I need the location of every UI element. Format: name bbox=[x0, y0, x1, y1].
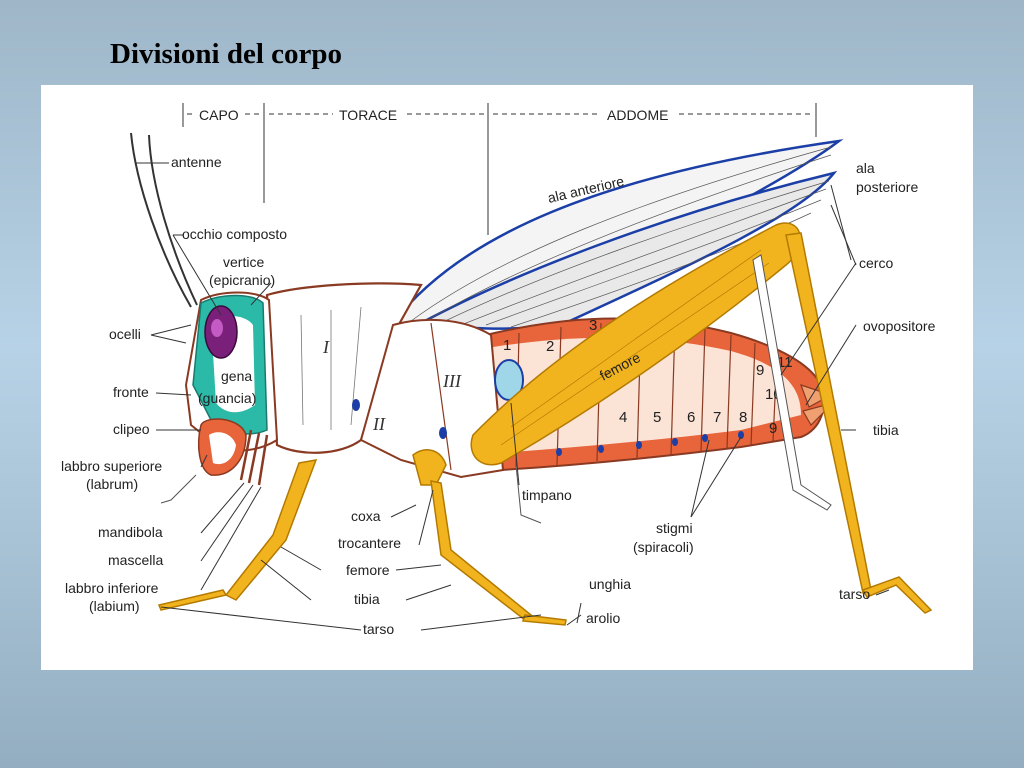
label-unghia: unghia bbox=[589, 576, 631, 592]
label-stigmi: stigmi bbox=[656, 520, 693, 536]
label-tarso-leg: tarso bbox=[363, 621, 394, 637]
label-coxa: coxa bbox=[351, 508, 381, 524]
abdomen-segment-2: 2 bbox=[546, 338, 554, 355]
label-trocantere: trocantere bbox=[338, 535, 401, 551]
label-labium: (labium) bbox=[89, 598, 140, 614]
grasshopper-diagram: CAPO TORACE ADDOME bbox=[61, 103, 936, 637]
label-ala: ala bbox=[856, 160, 875, 176]
label-tarso-right: tarso bbox=[839, 586, 870, 602]
wings bbox=[390, 139, 844, 330]
far-legs bbox=[160, 254, 832, 524]
thorax-segment-I: I bbox=[322, 337, 330, 357]
thorax-segment-II: II bbox=[372, 414, 386, 434]
label-guancia: (guancia) bbox=[198, 390, 256, 406]
abdomen-segment-9-lower: 9 bbox=[769, 420, 777, 437]
abdomen-segment-9-upper: 9 bbox=[756, 362, 764, 379]
label-gena: gena bbox=[221, 368, 252, 384]
diagram-panel: CAPO TORACE ADDOME bbox=[41, 85, 973, 670]
region-capo: CAPO bbox=[199, 107, 239, 123]
label-spiracoli: (spiracoli) bbox=[633, 539, 694, 555]
abdomen-segment-1: 1 bbox=[503, 337, 511, 354]
label-mascella: mascella bbox=[108, 552, 163, 568]
label-tibia-leg: tibia bbox=[354, 591, 380, 607]
label-tibia-right: tibia bbox=[873, 422, 899, 438]
label-posteriore: posteriore bbox=[856, 179, 918, 195]
abdomen-segment-4: 4 bbox=[619, 409, 627, 426]
label-ovopositore: ovopositore bbox=[863, 318, 936, 334]
abdomen-segment-3: 3 bbox=[589, 317, 597, 334]
head bbox=[130, 132, 279, 486]
region-brackets bbox=[182, 103, 817, 235]
label-ocelli: ocelli bbox=[109, 326, 141, 342]
label-fronte: fronte bbox=[113, 384, 149, 400]
leader-lines bbox=[136, 162, 890, 631]
label-cerco: cerco bbox=[859, 255, 893, 271]
abdomen-segment-8: 8 bbox=[739, 409, 747, 426]
label-epicranio: (epicranio) bbox=[209, 272, 275, 288]
label-vertice: vertice bbox=[223, 254, 264, 270]
thorax-segment-III: III bbox=[442, 371, 462, 391]
label-timpano: timpano bbox=[522, 487, 572, 503]
label-labbro-inferiore: labbro inferiore bbox=[65, 580, 159, 596]
abdomen-segment-6: 6 bbox=[687, 409, 695, 426]
abdomen-segment-5: 5 bbox=[653, 409, 661, 426]
slide-title: Divisioni del corpo bbox=[110, 38, 343, 70]
label-labrum: (labrum) bbox=[86, 476, 138, 492]
label-femore-leg: femore bbox=[346, 562, 390, 578]
thorax bbox=[265, 282, 524, 479]
label-occhio-composto: occhio composto bbox=[182, 226, 287, 242]
region-addome: ADDOME bbox=[607, 107, 668, 123]
legs bbox=[157, 222, 933, 626]
label-arolio: arolio bbox=[586, 610, 620, 626]
label-antenne: antenne bbox=[171, 154, 222, 170]
region-torace: TORACE bbox=[339, 107, 397, 123]
label-clipeo: clipeo bbox=[113, 421, 150, 437]
label-labbro-superiore: labbro superiore bbox=[61, 458, 162, 474]
label-mandibola: mandibola bbox=[98, 524, 163, 540]
abdomen-segment-7: 7 bbox=[713, 409, 721, 426]
